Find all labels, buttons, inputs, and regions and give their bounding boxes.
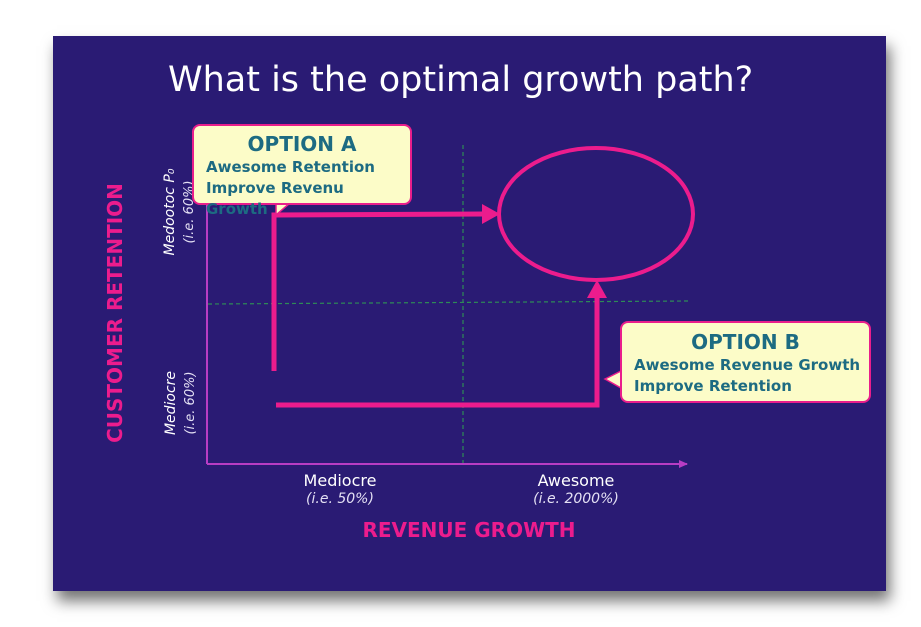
option-a-title: OPTION A	[247, 132, 357, 156]
target-ellipse	[497, 146, 695, 282]
option-b-arrowhead	[587, 280, 607, 298]
x-tick-right-sub: (i.e. 2000%)	[533, 491, 619, 507]
slide-background	[53, 36, 886, 591]
option-a-line-2: Improve Revenu Growth	[206, 179, 344, 218]
option-b-line-2: Improve Retention	[634, 377, 792, 395]
y-axis-label: CUSTOMER RETENTION	[103, 183, 127, 443]
x-axis-label: REVENUE GROWTH	[362, 518, 576, 542]
x-tick-right: Awesome (i.e. 2000%)	[533, 471, 619, 509]
y-tick-bottom: Mediocre (i.e. 60%)	[161, 371, 201, 435]
x-tick-right-label: Awesome	[537, 471, 615, 490]
horizontal-divider	[207, 300, 691, 305]
option-a-line-1: Awesome Retention	[206, 158, 375, 176]
x-tick-left-label: Mediocre	[303, 471, 377, 490]
option-a-callout: OPTION A Awesome Retention Improve Reven…	[192, 124, 412, 218]
y-tick-bottom-label: Mediocre	[163, 370, 179, 436]
x-tick-left-sub: (i.e. 50%)	[306, 491, 374, 507]
y-tick-top-label: Medootoc P₀	[162, 168, 178, 256]
x-tick-left: Mediocre (i.e. 50%)	[304, 471, 377, 509]
callout-b-pointer	[603, 369, 622, 390]
option-b-title: OPTION B	[691, 330, 800, 354]
y-tick-bottom-sub: (i.e. 60%)	[183, 371, 198, 435]
slide-title: What is the optimal growth path?	[168, 60, 754, 100]
option-a-path	[271, 211, 486, 371]
option-a-arrowhead	[482, 204, 500, 224]
option-b-callout: OPTION B Awesome Revenue Growth Improve …	[620, 321, 871, 403]
option-b-path	[276, 295, 600, 408]
option-b-line-1: Awesome Revenue Growth	[634, 356, 861, 374]
